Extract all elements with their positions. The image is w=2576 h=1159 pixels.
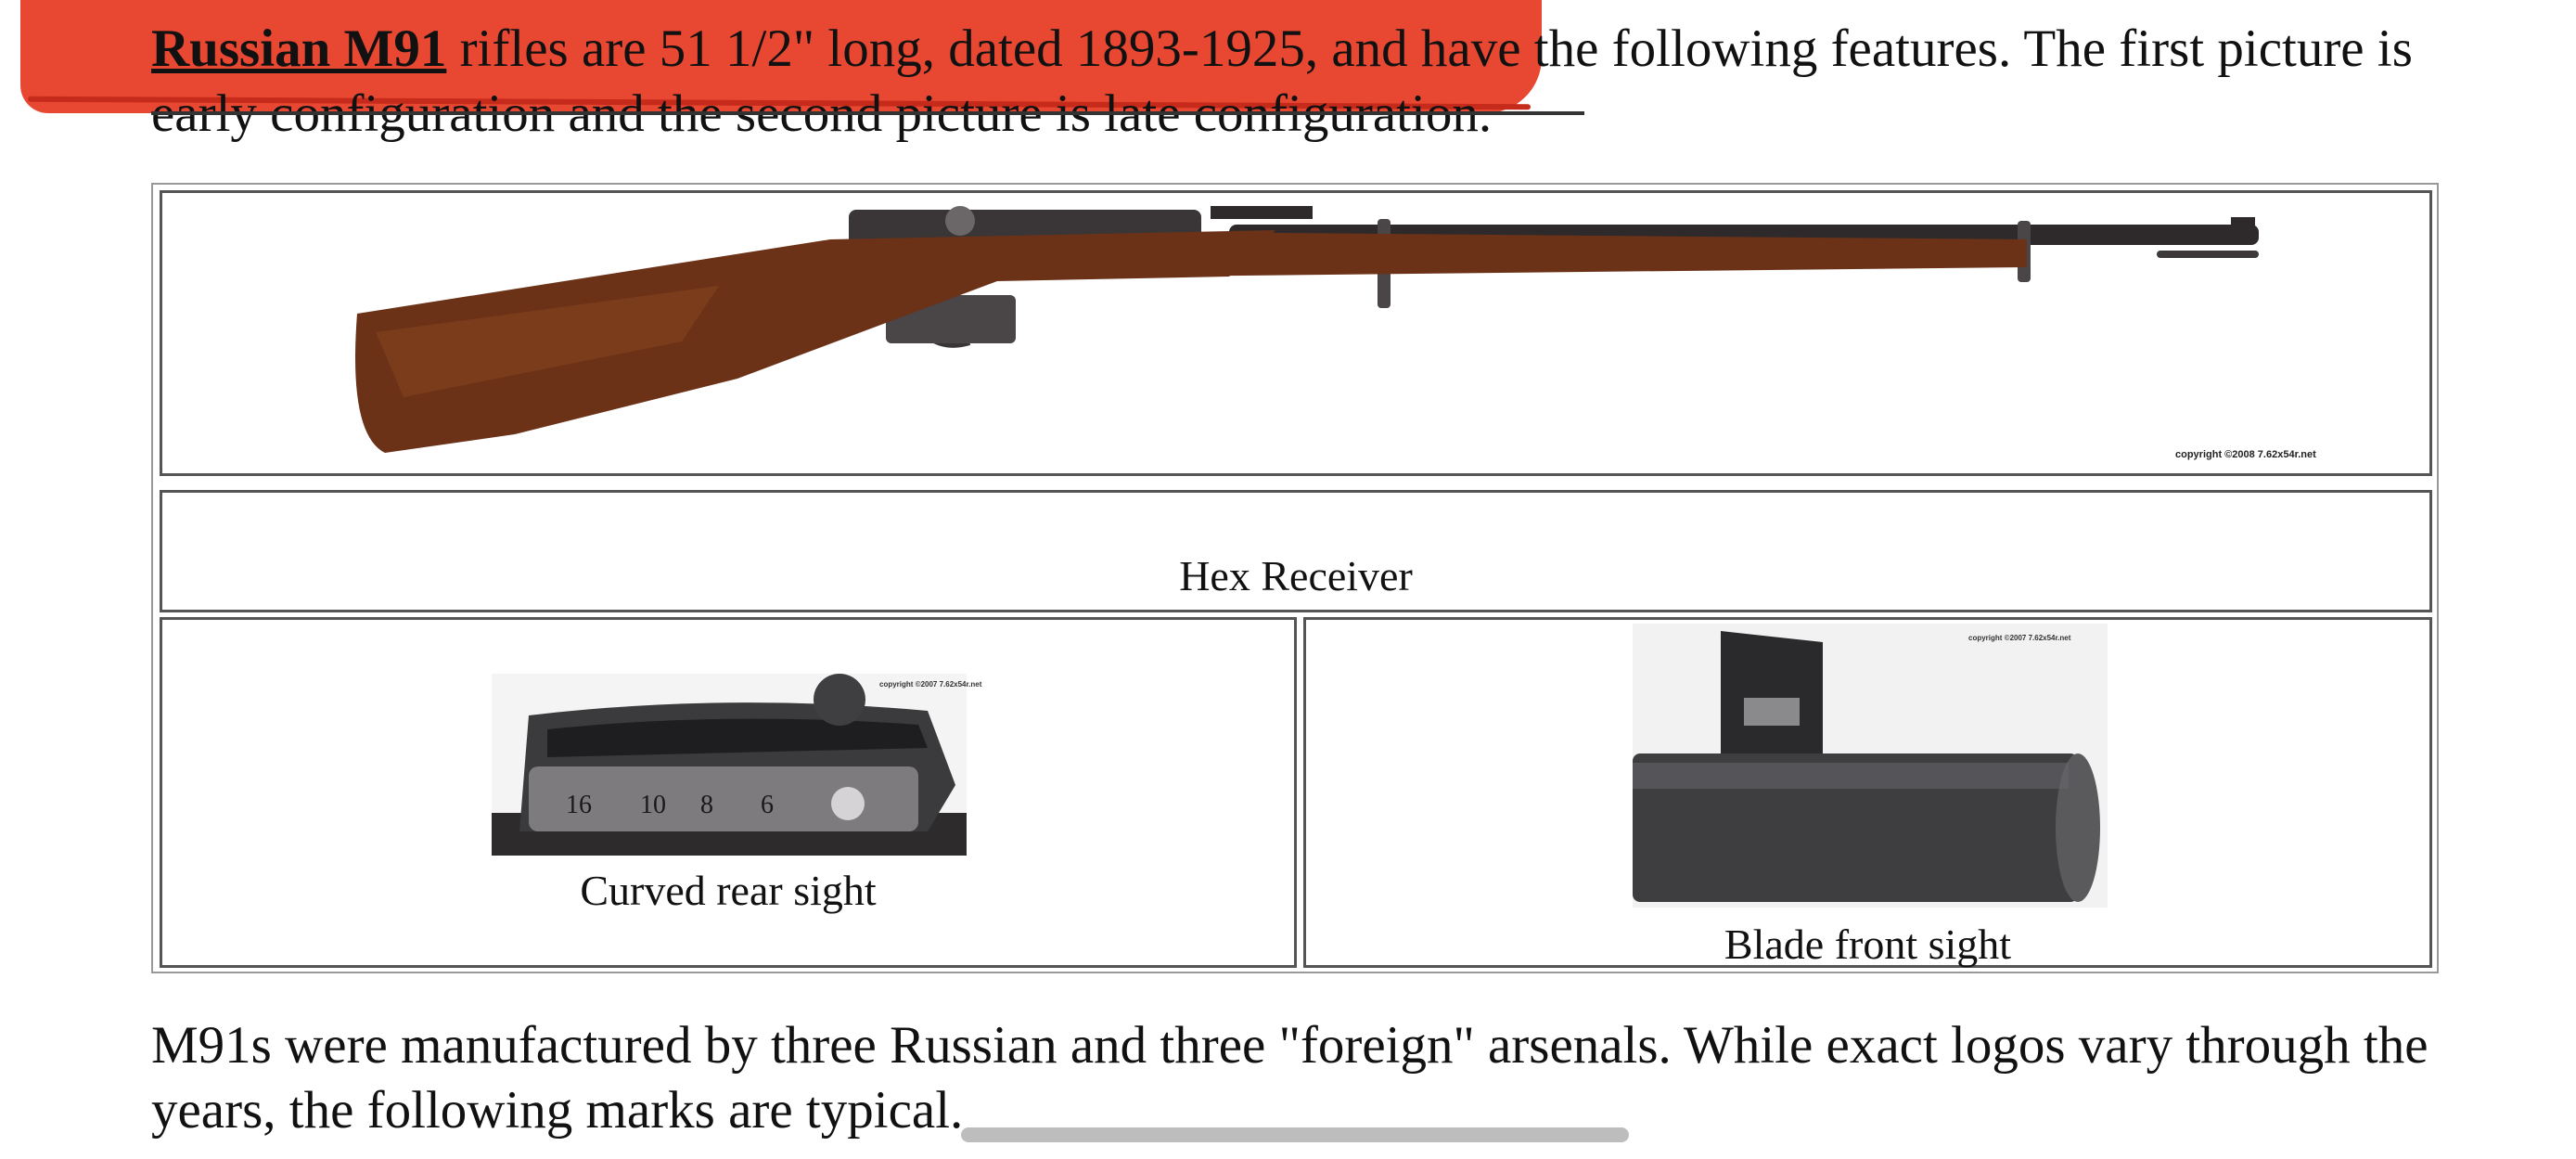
rifle-image-cell: copyright ©2008 7.62x54r.net bbox=[160, 190, 2432, 476]
rear-sight-mark: 16 bbox=[566, 791, 592, 819]
intro-paragraph: Russian M91 rifles are 51 1/2" long, dat… bbox=[151, 17, 2433, 147]
front-sight-image: copyright ©2007 7.62x54r.net bbox=[1633, 624, 2108, 908]
hex-receiver-caption: Hex Receiver bbox=[1179, 552, 1413, 599]
horizontal-scrollbar[interactable] bbox=[961, 1127, 1629, 1142]
front-sight-caption: Blade front sight bbox=[1724, 921, 2012, 968]
intro-text: rifles are 51 1/2" long, dated 1893-1925… bbox=[151, 19, 2413, 143]
rifle-image: copyright ©2008 7.62x54r.net bbox=[355, 206, 2316, 460]
front-sight-cell: copyright ©2007 7.62x54r.net Blade front… bbox=[1303, 617, 2432, 968]
rear-sight-caption: Curved rear sight bbox=[580, 867, 877, 914]
strikethrough-line bbox=[151, 111, 1584, 115]
rear-sight-image: 16 10 8 6 copyright ©2007 7.62x54r.net bbox=[492, 674, 982, 856]
arsenals-paragraph: M91s were manufactured by three Russian … bbox=[151, 1016, 2429, 1140]
rear-copyright: copyright ©2007 7.62x54r.net bbox=[879, 680, 982, 689]
rear-sight-cell: 16 10 8 6 copyright ©2007 7.62x54r.net C… bbox=[160, 617, 1297, 968]
russian-m91-link[interactable]: Russian M91 bbox=[151, 19, 447, 78]
hex-receiver-cell: Hex Receiver bbox=[160, 490, 2432, 612]
rear-sight-mark: 6 bbox=[761, 791, 774, 819]
front-copyright: copyright ©2007 7.62x54r.net bbox=[1968, 634, 2071, 642]
rifle-copyright: copyright ©2008 7.62x54r.net bbox=[2175, 449, 2316, 460]
red-highlight-annotation bbox=[20, 0, 1542, 113]
rear-sight-mark: 10 bbox=[640, 791, 666, 819]
features-table: copyright ©2008 7.62x54r.net Hex Receive… bbox=[151, 183, 2439, 973]
rear-sight-mark: 8 bbox=[700, 791, 713, 819]
